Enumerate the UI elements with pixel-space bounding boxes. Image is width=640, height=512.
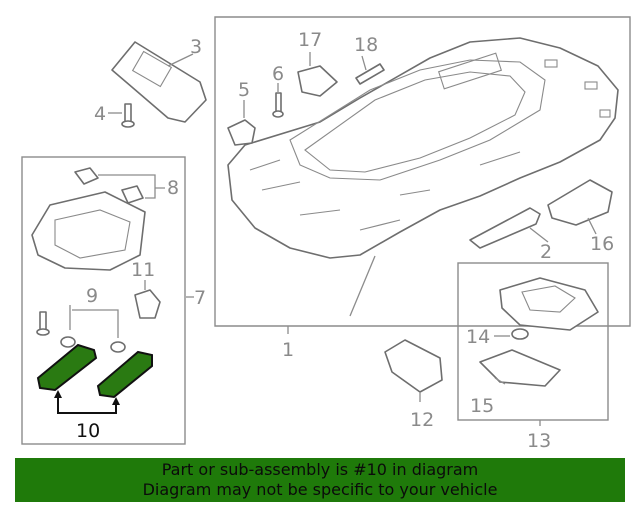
callout-15: 15 xyxy=(470,395,494,417)
callout-3: 3 xyxy=(190,36,202,58)
info-banner: Part or sub-assembly is #10 in diagram D… xyxy=(15,458,625,502)
callout-11: 11 xyxy=(131,259,155,281)
overhead-console-frame xyxy=(457,262,609,421)
part-16 xyxy=(547,179,613,235)
bulb-9b-part xyxy=(110,341,126,353)
screw-6-part xyxy=(272,83,284,118)
lens-10-left xyxy=(36,343,98,392)
banner-line-1: Part or sub-assembly is #10 in diagram xyxy=(161,460,479,479)
callout-17: 17 xyxy=(298,29,322,51)
part-18 xyxy=(355,55,385,85)
arrowhead-right xyxy=(112,397,120,405)
bulb-14-part xyxy=(494,328,529,340)
lens-15-part xyxy=(479,349,561,387)
callout-10-leader xyxy=(57,392,117,414)
screw-4-part xyxy=(108,103,135,128)
parts-diagram: 1 2 3 4 5 6 7 8 9 10 11 12 13 14 15 16 1… xyxy=(21,16,631,452)
callout-8: 8 xyxy=(167,177,179,199)
headliner-frame xyxy=(214,16,631,327)
lamp-12-part xyxy=(384,339,443,402)
callout-6: 6 xyxy=(272,63,284,85)
sun-visor-part xyxy=(111,41,207,123)
clip-8b-part xyxy=(121,185,144,204)
callout-7: 7 xyxy=(194,287,206,309)
callout-1: 1 xyxy=(282,339,294,361)
bracket-5-part xyxy=(227,100,256,146)
callout-9: 9 xyxy=(86,285,98,307)
overhead-console-part xyxy=(499,277,599,331)
lens-10-right xyxy=(96,350,153,399)
callout-13: 13 xyxy=(527,430,551,452)
callout-2: 2 xyxy=(540,241,552,263)
grab-handle-part xyxy=(469,207,549,249)
callout-12: 12 xyxy=(410,409,434,431)
callout-14: 14 xyxy=(466,326,490,348)
connector-11-part xyxy=(134,280,161,319)
bulb-9a-part xyxy=(60,336,76,348)
banner-line-2: Diagram may not be specific to your vehi… xyxy=(142,480,498,499)
headliner-part xyxy=(227,37,619,317)
callout-10: 10 xyxy=(76,420,100,442)
callout-4: 4 xyxy=(94,103,106,125)
dome-lamp-part xyxy=(31,191,146,271)
callout-16: 16 xyxy=(590,233,614,255)
bolt-part xyxy=(36,311,50,336)
dome-lamp-frame xyxy=(21,156,186,445)
arrowhead-left xyxy=(54,390,62,398)
callout-18: 18 xyxy=(354,34,378,56)
clip-8a-part xyxy=(74,167,99,185)
part-17 xyxy=(297,52,338,97)
callout-5: 5 xyxy=(238,79,250,101)
